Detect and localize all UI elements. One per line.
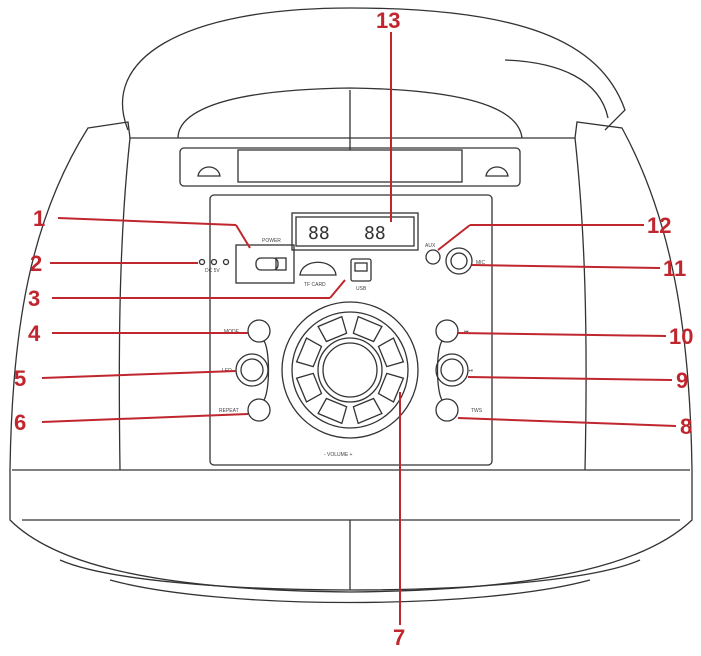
callout-8: 8 [457, 414, 692, 439]
callout-number-7: 7 [393, 625, 405, 650]
callout-number-9: 9 [676, 368, 688, 393]
usb-port-inner [354, 262, 368, 272]
aux-label: AUX [425, 243, 436, 249]
knob-petal [317, 397, 348, 425]
knob-petal [352, 315, 383, 343]
next-tws-button[interactable] [435, 398, 459, 422]
volume-knob-petals [295, 315, 405, 425]
volume-knob-ring [281, 301, 419, 439]
callout-number-13: 13 [376, 8, 400, 33]
lcd-display [291, 212, 419, 251]
knob-petal [295, 372, 323, 403]
callout-7: 7 [393, 392, 405, 650]
base-curve-inner [109, 579, 591, 604]
mode-button[interactable] [247, 319, 271, 343]
repeat-button[interactable] [247, 398, 271, 422]
usb-label: USB [356, 286, 367, 292]
slot-right-bump [485, 166, 509, 177]
knob-petal [377, 372, 405, 403]
speaker-body-inner-left [118, 137, 131, 471]
usb-port[interactable] [350, 258, 372, 282]
repeat-label: REPEAT [219, 408, 239, 414]
callout-number-2: 2 [30, 251, 42, 276]
callout-1: 1 [33, 206, 251, 249]
knob-petal [317, 315, 348, 343]
callout-number-4: 4 [28, 321, 41, 346]
callout-3: 3 [28, 279, 346, 311]
lcd-digits-right: 88 [364, 223, 386, 244]
knob-petal [352, 397, 383, 425]
volume-label: - VOLUME + [324, 452, 353, 458]
power-switch[interactable] [235, 244, 295, 284]
lcd-display-inner [295, 216, 415, 247]
callout-number-10: 10 [669, 324, 693, 349]
speaker-body-outline [9, 121, 693, 593]
tws-label: TWS [471, 408, 483, 414]
callout-2: 2 [30, 251, 198, 276]
volume-knob-ring-mid [291, 311, 409, 429]
mic-jack[interactable] [445, 247, 473, 275]
callout-number-5: 5 [14, 366, 26, 391]
prev-label: ⏮ [464, 329, 469, 335]
handle-outer [122, 7, 626, 131]
dc-input-dot-left [198, 258, 206, 266]
callout-5: 5 [14, 366, 237, 391]
callout-number-8: 8 [680, 414, 692, 439]
volume-knob-inner [322, 342, 378, 398]
callout-10: 10 [457, 324, 693, 349]
tf-card-label: TF CARD [304, 282, 326, 288]
play-label: ⏯ [469, 368, 473, 374]
base-curve [59, 559, 641, 591]
dc-input-dot-right [222, 258, 230, 266]
power-switch-square [275, 257, 287, 271]
knob-petal [377, 337, 405, 368]
callout-9: 9 [467, 368, 688, 393]
callout-12: 12 [437, 213, 671, 251]
top-slot [179, 147, 521, 187]
handle-inner [177, 87, 523, 139]
callout-number-12: 12 [647, 213, 671, 238]
callout-number-6: 6 [14, 410, 26, 435]
top-slot-inner [237, 149, 463, 183]
knob-petal [295, 337, 323, 368]
dc-input-dot-center [210, 258, 218, 266]
dc-in-label: DC 5V [205, 268, 220, 274]
callout-4: 4 [28, 321, 248, 346]
left-button-connector [263, 340, 270, 401]
callout-11: 11 [471, 256, 686, 281]
callout-number-11: 11 [663, 256, 686, 281]
lcd-digits-left: 88 [308, 223, 330, 244]
power-switch-slider [255, 257, 279, 271]
callout-number-1: 1 [33, 206, 45, 231]
play-pause-button[interactable] [435, 353, 469, 387]
speaker-body-inner-right [574, 137, 587, 471]
right-button-connector [436, 340, 443, 401]
control-panel [209, 194, 493, 466]
aux-jack[interactable] [425, 249, 441, 265]
callout-6: 6 [14, 410, 249, 435]
slot-left-bump [197, 166, 221, 177]
play-pause-button-inner [440, 358, 464, 382]
mic-label: MIC [476, 260, 486, 266]
handle-grip [504, 59, 609, 119]
tf-card-slot[interactable] [299, 261, 337, 276]
volume-knob[interactable] [317, 337, 383, 403]
prev-button[interactable] [435, 319, 459, 343]
callout-number-3: 3 [28, 286, 40, 311]
callout-13: 13 [376, 8, 400, 222]
mic-jack-inner [450, 252, 468, 270]
led-button-inner [240, 358, 264, 382]
power-label: POWER [262, 238, 281, 244]
